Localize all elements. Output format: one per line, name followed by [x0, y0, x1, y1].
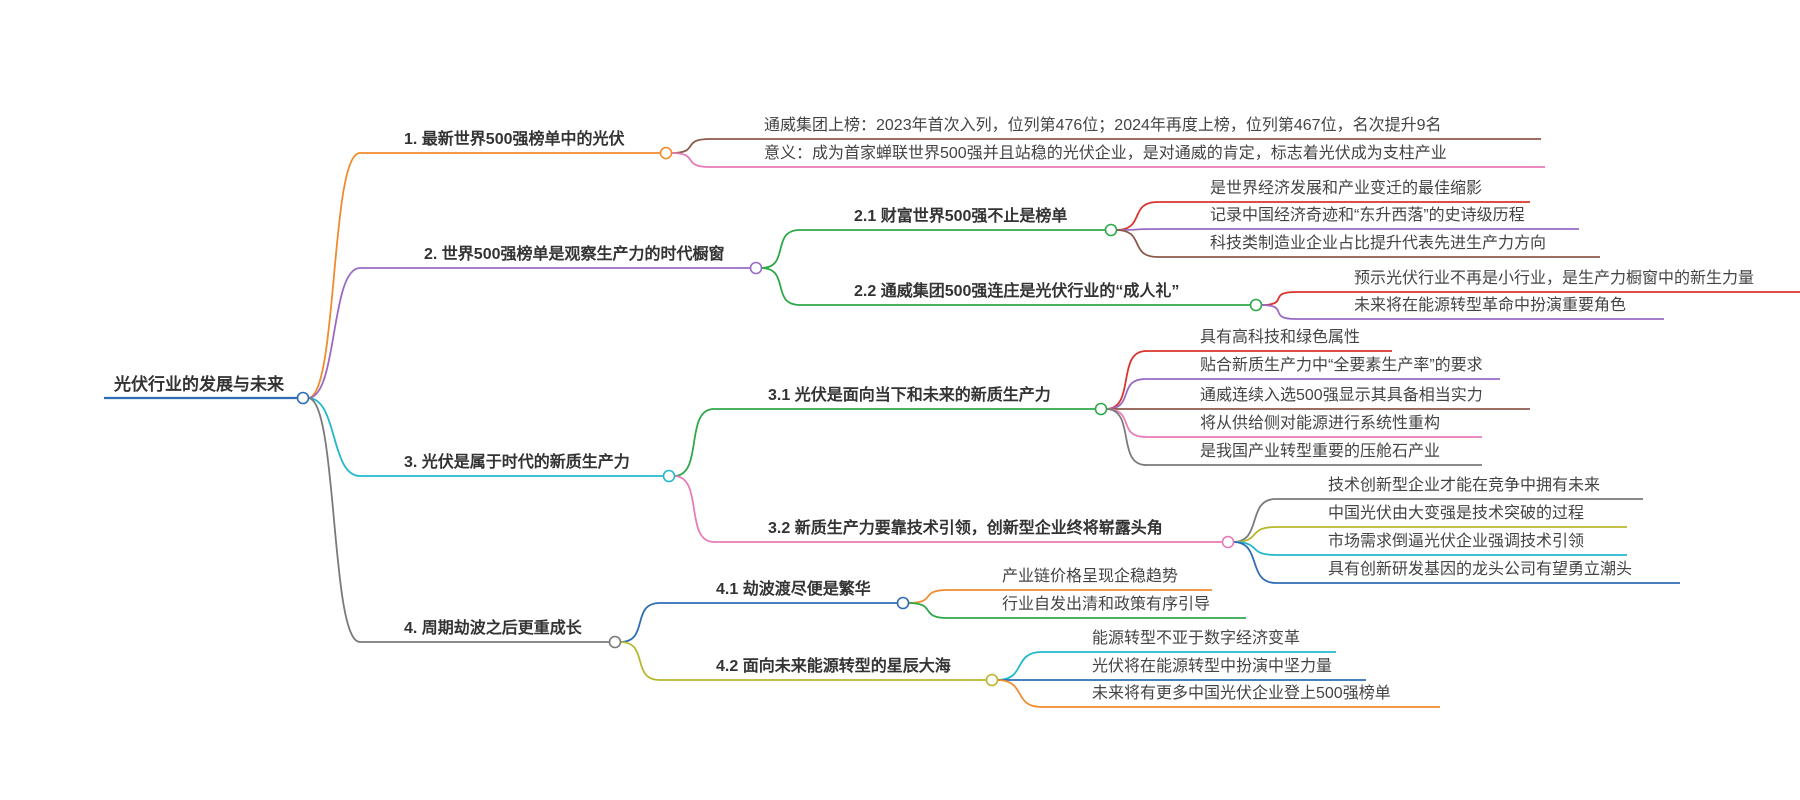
connector-b3-2	[673, 475, 715, 543]
subtopic-2-1[interactable]: 2.1 财富世界500强不止是榜单	[854, 208, 1068, 225]
subtopic-4-1-leaf-2[interactable]: 行业自发出清和政策有序引导	[1002, 596, 1211, 613]
connector-b4-1-1	[907, 589, 949, 604]
branch-1-topic[interactable]: 1. 最新世界500强榜单中的光伏	[404, 131, 625, 148]
connector-b4	[307, 397, 361, 643]
connector-b2-2-1	[1260, 291, 1297, 306]
connector-b2	[307, 267, 361, 399]
branch-1-leaf-2[interactable]: 意义：成为首家蝉联世界500强并且站稳的光伏企业，是对通威的肯定，标志着光伏成为…	[764, 145, 1447, 162]
connector-b3	[307, 397, 361, 477]
collapse-toggle-root[interactable]	[296, 391, 310, 405]
subtopic-3-1[interactable]: 3.1 光伏是面向当下和未来的新质生产力	[768, 387, 1051, 404]
subtopic-4-1[interactable]: 4.1 劫波渡尽便是繁华	[716, 581, 871, 598]
connector-b3-1	[673, 408, 715, 477]
subtopic-4-2[interactable]: 4.2 面向未来能源转型的星辰大海	[716, 658, 951, 675]
collapse-toggle-b3[interactable]	[662, 469, 676, 483]
connector-b2-1-1	[1115, 201, 1159, 231]
collapse-toggle-b4-2[interactable]	[985, 673, 999, 687]
subtopic-3-1-leaf-2[interactable]: 贴合新质生产力中“全要素生产率”的要求	[1200, 357, 1483, 374]
subtopic-3-2-leaf-1[interactable]: 技术创新型企业才能在竞争中拥有未来	[1328, 477, 1601, 494]
collapse-toggle-b4-1[interactable]	[896, 596, 910, 610]
subtopic-2-1-leaf-3[interactable]: 科技类制造业企业占比提升代表先进生产力方向	[1210, 235, 1547, 252]
subtopic-3-2-leaf-4[interactable]: 具有创新研发基因的龙头公司有望勇立潮头	[1328, 561, 1633, 578]
subtopic-3-1-leaf-3[interactable]: 通威连续入选500强显示其具备相当实力	[1200, 387, 1483, 404]
connector-b3-2-3	[1232, 541, 1277, 556]
connector-b3-2-2	[1232, 526, 1277, 543]
subtopic-2-1-leaf-2[interactable]: 记录中国经济奇迹和“东升西落”的史诗级历程	[1210, 207, 1525, 224]
collapse-toggle-b4[interactable]	[608, 635, 622, 649]
connector-b3-2-1	[1232, 498, 1277, 543]
collapse-toggle-b2[interactable]	[749, 261, 763, 275]
connector-b2-1	[760, 229, 801, 269]
collapse-toggle-b3-1[interactable]	[1094, 402, 1108, 416]
subtopic-3-2-leaf-3[interactable]: 市场需求倒逼光伏企业强调技术引领	[1328, 533, 1585, 550]
subtopic-2-1-leaf-1[interactable]: 是世界经济发展和产业变迁的最佳缩影	[1210, 180, 1483, 197]
subtopic-3-1-leaf-5[interactable]: 是我国产业转型重要的压舱石产业	[1200, 443, 1441, 460]
subtopic-3-2-leaf-2[interactable]: 中国光伏由大变强是技术突破的过程	[1328, 505, 1585, 522]
branch-2-topic[interactable]: 2. 世界500强榜单是观察生产力的时代橱窗	[424, 246, 725, 263]
connector-b4-2-1	[996, 651, 1043, 681]
subtopic-4-1-leaf-1[interactable]: 产业链价格呈现企稳趋势	[1002, 568, 1179, 585]
connector-b2-2	[760, 267, 801, 306]
connector-b2-1-3	[1115, 229, 1159, 258]
subtopic-3-2[interactable]: 3.2 新质生产力要靠技术引领，创新型企业终将崭露头角	[768, 520, 1163, 537]
connector-b3-1-5	[1105, 408, 1147, 466]
branch-3-topic[interactable]: 3. 光伏是属于时代的新质生产力	[404, 454, 630, 471]
root-topic[interactable]: 光伏行业的发展与未来	[114, 375, 284, 394]
connector-b4-1	[619, 602, 661, 643]
connector-b1	[307, 152, 361, 399]
connector-b4-2	[619, 641, 661, 681]
subtopic-2-2-leaf-1[interactable]: 预示光伏行业不再是小行业，是生产力橱窗中的新生力量	[1354, 270, 1755, 287]
subtopic-3-1-leaf-1[interactable]: 具有高科技和绿色属性	[1200, 329, 1361, 346]
connector-b3-2-4	[1232, 541, 1277, 584]
subtopic-4-2-leaf-2[interactable]: 光伏将在能源转型中扮演中坚力量	[1092, 658, 1333, 675]
connector-b1-1	[670, 138, 711, 154]
connector-b2-2-2	[1260, 304, 1297, 320]
subtopic-3-1-leaf-4[interactable]: 将从供给侧对能源进行系统性重构	[1200, 415, 1441, 432]
connector-b4-2-3	[996, 679, 1043, 708]
collapse-toggle-b2-1[interactable]	[1104, 223, 1118, 237]
connector-b1-2	[670, 152, 711, 168]
connector-b4-1-2	[907, 602, 949, 619]
connector-b3-1-1	[1105, 350, 1147, 410]
subtopic-4-2-leaf-1[interactable]: 能源转型不亚于数字经济变革	[1092, 630, 1301, 647]
subtopic-2-2-leaf-2[interactable]: 未来将在能源转型革命中扮演重要角色	[1354, 297, 1627, 314]
subtopic-2-2[interactable]: 2.2 通威集团500强连庄是光伏行业的“成人礼”	[854, 283, 1180, 300]
subtopic-4-2-leaf-3[interactable]: 未来将有更多中国光伏企业登上500强榜单	[1092, 685, 1391, 702]
branch-1-leaf-1[interactable]: 通威集团上榜：2023年首次入列，位列第476位；2024年再度上榜，位列第46…	[764, 117, 1442, 134]
collapse-toggle-b3-2[interactable]	[1221, 535, 1235, 549]
collapse-toggle-b2-2[interactable]	[1249, 298, 1263, 312]
branch-4-topic[interactable]: 4. 周期劫波之后更重成长	[404, 620, 582, 637]
collapse-toggle-b1[interactable]	[659, 146, 673, 160]
